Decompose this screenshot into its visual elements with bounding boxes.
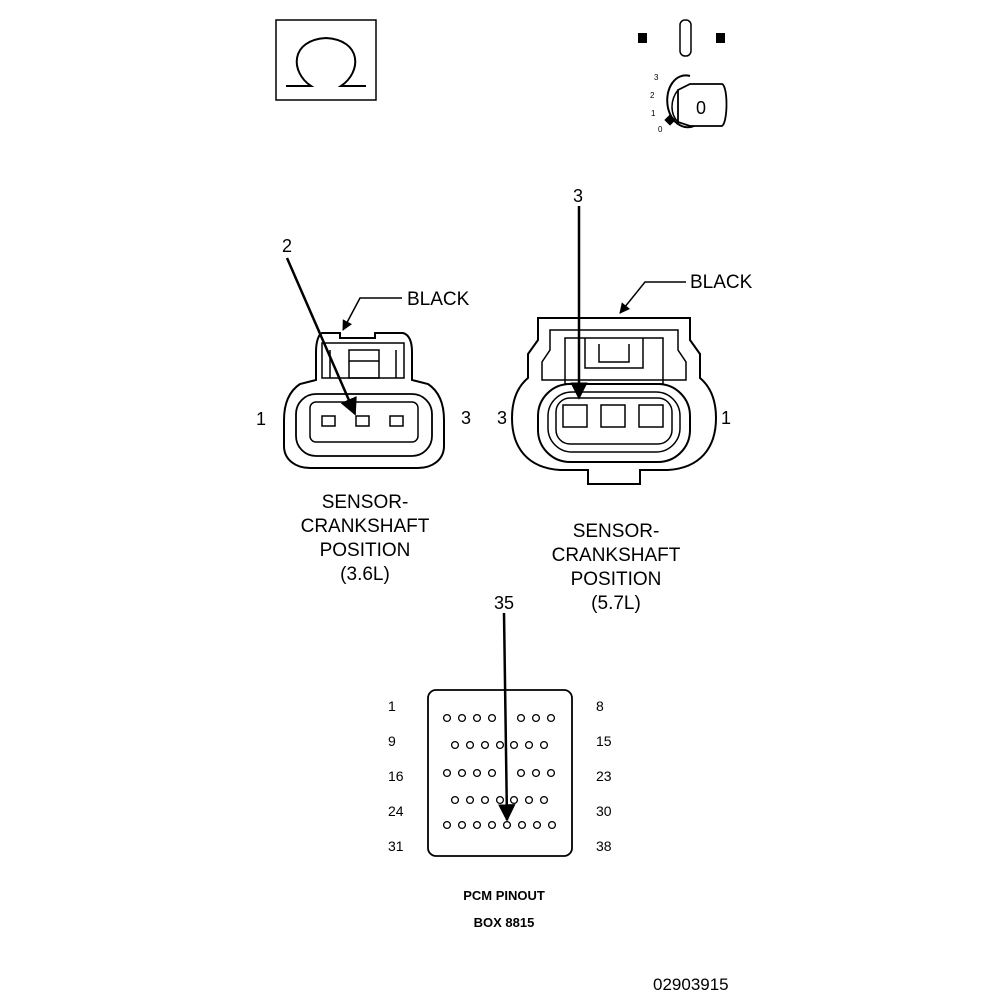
- pcm-pin-hole: [442, 713, 452, 723]
- pcm-pin-hole: [509, 740, 519, 750]
- pcm-pin-hole: [532, 820, 542, 830]
- pcm-pin-hole: [472, 820, 482, 830]
- pcm-pin-hole: [539, 740, 549, 750]
- ignition-key-icon: 3 2 1 0 0: [638, 19, 728, 134]
- connector-5-7l-title-line: POSITION: [571, 569, 662, 590]
- pcm-pin-hole: [516, 768, 526, 778]
- ignition-position-3: 3: [654, 73, 659, 82]
- pcm-pin-hole: [457, 768, 467, 778]
- pcm-pin-hole: [517, 820, 527, 830]
- pcm-pin-hole: [472, 713, 482, 723]
- pcm-pin-hole: [465, 795, 475, 805]
- pcm-row-label-right: 38: [596, 838, 612, 854]
- pcm-pin-hole: [531, 713, 541, 723]
- pcm-pin-hole: [487, 768, 497, 778]
- pcm-pin-hole: [509, 795, 519, 805]
- pcm-pin-hole: [539, 795, 549, 805]
- pcm-pin-hole: [547, 820, 557, 830]
- pcm-pin-hole: [457, 820, 467, 830]
- ignition-key-label: 0: [696, 98, 706, 118]
- omega-icon: [275, 19, 377, 101]
- pcm-subtitle: BOX 8815: [474, 915, 535, 930]
- pcm-pin-hole: [495, 795, 505, 805]
- pcm-pin-hole: [524, 795, 534, 805]
- connector-3-6l: [283, 257, 445, 469]
- ignition-position-1: 1: [651, 109, 656, 118]
- connector-5-7l-pin-right: 1: [721, 408, 731, 428]
- pcm-row-label-left: 24: [388, 803, 404, 819]
- pcm-row-label-left: 16: [388, 768, 404, 784]
- pcm-row-label-right: 15: [596, 733, 612, 749]
- connector-5-7l-title-line: (5.7L): [591, 593, 641, 614]
- pcm-pin-hole: [480, 795, 490, 805]
- pcm-row-label-left: 31: [388, 838, 404, 854]
- pcm-pin-hole: [546, 768, 556, 778]
- connector-5-7l-color-label: BLACK: [690, 272, 753, 293]
- pcm-row-label-left: 9: [388, 733, 396, 749]
- connector-3-6l-title-line: POSITION: [320, 540, 411, 561]
- connector-3-6l-title-line: CRANKSHAFT: [301, 516, 430, 537]
- pcm-pin-hole: [442, 768, 452, 778]
- pcm-row-label-right: 8: [596, 698, 604, 714]
- pcm-pin-hole: [480, 740, 490, 750]
- pcm-pin-hole: [487, 820, 497, 830]
- pcm-pin-hole: [442, 820, 452, 830]
- connector-5-7l-pointer-pin: 3: [573, 186, 583, 206]
- connector-3-6l-pin-left: 1: [256, 409, 266, 429]
- ignition-position-0: 0: [658, 125, 663, 134]
- pcm-pin-hole: [495, 740, 505, 750]
- pcm-pin-hole: [546, 713, 556, 723]
- pcm-pin-grid: [442, 713, 557, 830]
- connector-5-7l: [510, 206, 718, 485]
- pcm-pin-hole: [450, 740, 460, 750]
- connector-5-7l-title-line: CRANKSHAFT: [552, 545, 681, 566]
- pcm-pin-hole: [502, 820, 512, 830]
- connector-3-6l-title-line: (3.6L): [340, 564, 390, 585]
- pcm-pin-hole: [516, 713, 526, 723]
- pcm-pin-hole: [531, 768, 541, 778]
- pcm-title: PCM PINOUT: [463, 888, 545, 903]
- pcm-row-label-right: 23: [596, 768, 612, 784]
- connector-5-7l-pin-left: 3: [497, 408, 507, 428]
- connector-3-6l-title-line: SENSOR-: [322, 492, 409, 513]
- pcm-pin-hole: [472, 768, 482, 778]
- connector-3-6l-pointer-pin: 2: [282, 236, 292, 256]
- connector-5-7l-title: SENSOR- CRANKSHAFT POSITION (5.7L): [552, 521, 681, 614]
- pcm-row-labels-right: 8 15 23 30 38: [596, 698, 612, 854]
- connector-3-6l-color-label: BLACK: [407, 289, 470, 310]
- connector-5-7l-title-line: SENSOR-: [573, 521, 660, 542]
- ignition-position-2: 2: [650, 91, 655, 100]
- connector-3-6l-title: SENSOR- CRANKSHAFT POSITION (3.6L): [301, 492, 430, 585]
- pcm-pointer-pin: 35: [494, 593, 514, 613]
- pcm-row-label-right: 30: [596, 803, 612, 819]
- pcm-row-labels-left: 1 9 16 24 31: [388, 698, 404, 854]
- pcm-pin-hole: [524, 740, 534, 750]
- pcm-pin-hole: [487, 713, 497, 723]
- pcm-connector: [427, 612, 573, 857]
- pcm-pin-hole: [450, 795, 460, 805]
- connector-3-6l-pin-right: 3: [461, 408, 471, 428]
- pcm-pin-hole: [465, 740, 475, 750]
- pcm-pin-hole: [457, 713, 467, 723]
- figure-id: 02903915: [653, 975, 729, 994]
- pcm-row-label-left: 1: [388, 698, 396, 714]
